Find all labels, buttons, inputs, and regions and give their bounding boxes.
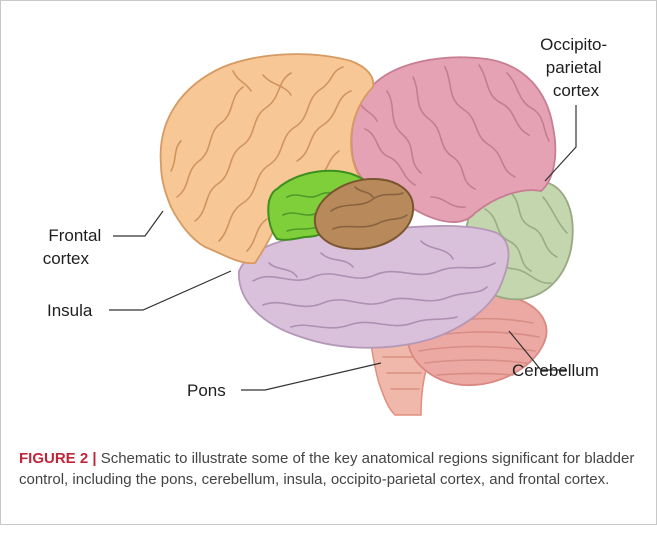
- caption-text: Schematic to illustrate some of the key …: [19, 450, 634, 488]
- pons-label: Pons: [187, 381, 226, 400]
- frontal-leader: [113, 211, 163, 236]
- occipito-parietal-label: Occipito- parietal cortex: [540, 35, 612, 100]
- pons-leader: [241, 363, 381, 390]
- insula-leader: [109, 271, 231, 310]
- figure-caption: FIGURE 2 | Schematic to illustrate some …: [19, 448, 639, 490]
- figure-number: FIGURE 2 |: [19, 450, 97, 467]
- figure-frame: Occipito- parietal cortex Frontal cortex…: [0, 0, 657, 525]
- frontal-label: Frontal cortex: [43, 226, 106, 268]
- brain-diagram: Occipito- parietal cortex Frontal cortex…: [1, 1, 657, 441]
- insula-label: Insula: [47, 301, 93, 320]
- cerebellum-label: Cerebellum: [512, 361, 599, 380]
